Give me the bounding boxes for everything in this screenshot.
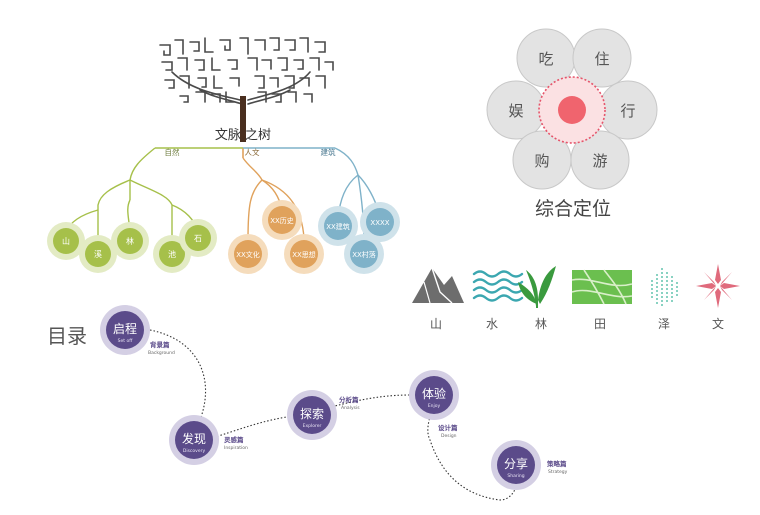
toc-step-enjoy[interactable]: 体验 Enjoy 设计篇 Design [409, 370, 459, 439]
element-icons: 山 水 林 田 泽 文 [412, 264, 740, 331]
svg-text:设计篇: 设计篇 [438, 423, 458, 432]
petal-sightseeing [570, 130, 630, 190]
node-humanities-thought: XX思想 [284, 234, 324, 274]
svg-text:吃: 吃 [538, 50, 553, 68]
branch-label-architecture: 建筑 [321, 147, 336, 157]
node-humanities-history: XX历史 [262, 200, 302, 240]
icon-label-mountain: 山 [430, 317, 442, 331]
svg-text:发现: 发现 [182, 431, 206, 446]
svg-text:Analysis: Analysis [341, 405, 360, 411]
flower-title: 综合定位 [535, 198, 611, 220]
marsh-icon [651, 268, 678, 306]
node-architecture-village: XX村落 [344, 234, 384, 274]
svg-text:娱: 娱 [508, 102, 523, 120]
icon-label-forest: 林 [535, 317, 547, 331]
field-icon [571, 269, 633, 305]
flower-center-dot [558, 96, 586, 124]
tree-trunk [240, 96, 246, 142]
svg-text:Discovery: Discovery [183, 448, 206, 454]
svg-text:Sharing: Sharing [507, 473, 524, 479]
svg-text:分析篇: 分析篇 [339, 395, 359, 404]
svg-text:溪: 溪 [94, 249, 102, 259]
toc-step-explorer[interactable]: 探索 Explorer 分析篇 Analysis [287, 390, 360, 440]
svg-text:XX历史: XX历史 [270, 216, 294, 225]
icon-label-water: 水 [486, 317, 498, 331]
water-icon [472, 270, 524, 302]
svg-text:Inspiration: Inspiration [224, 445, 248, 451]
svg-text:体验: 体验 [422, 386, 446, 401]
svg-text:XX文化: XX文化 [236, 250, 260, 259]
svg-text:XX村落: XX村落 [352, 250, 376, 259]
svg-text:灵感篇: 灵感篇 [224, 435, 244, 444]
svg-text:石: 石 [194, 234, 202, 243]
svg-text:Set off: Set off [118, 338, 134, 344]
table-of-contents: 目录 启程 Set off 背景篇 Background 发现 Discover… [47, 305, 568, 501]
positioning-flower: 吃 住 娱 行 购 游 综合定位 [486, 28, 658, 220]
culture-icon [696, 264, 740, 308]
tree-title: 文脉 之树 [215, 128, 271, 143]
node-nature-shi: 石 [179, 219, 217, 257]
svg-text:购: 购 [534, 152, 549, 170]
svg-text:分享: 分享 [504, 456, 528, 471]
svg-text:XXXX: XXXX [370, 219, 389, 227]
forest-icon [518, 266, 556, 308]
svg-text:游: 游 [592, 152, 607, 170]
node-humanities-culture: XX文化 [228, 234, 268, 274]
svg-text:行: 行 [620, 102, 635, 120]
svg-text:策略篇: 策略篇 [546, 459, 567, 468]
svg-text:Enjoy: Enjoy [428, 403, 441, 409]
icon-label-field: 田 [594, 317, 606, 331]
icon-label-culture: 文 [712, 316, 724, 331]
node-nature-shan: 山 [47, 222, 85, 260]
branch-label-nature: 自然 [165, 147, 180, 157]
toc-step-sharing[interactable]: 分享 Sharing 策略篇 Strategy [491, 440, 568, 490]
svg-text:山: 山 [62, 236, 70, 246]
svg-text:启程: 启程 [113, 321, 137, 336]
node-nature-lin: 林 [111, 222, 149, 260]
node-nature-xi: 溪 [79, 235, 117, 273]
petal-stay [572, 28, 632, 88]
toc-title: 目录 [47, 324, 87, 348]
svg-text:XX思想: XX思想 [292, 250, 316, 259]
svg-text:池: 池 [168, 249, 176, 259]
svg-text:背景篇: 背景篇 [150, 340, 170, 349]
svg-text:Design: Design [441, 433, 457, 439]
svg-text:探索: 探索 [300, 407, 324, 421]
svg-text:Explorer: Explorer [303, 423, 322, 429]
node-architecture-building: XX建筑 [318, 206, 358, 246]
icon-label-marsh: 泽 [658, 317, 670, 331]
tree-of-context: 文脉 之树 自然 人文 建筑 [47, 37, 400, 274]
branch-label-humanities: 人文 [245, 147, 260, 157]
svg-text:Background: Background [148, 350, 175, 356]
svg-text:住: 住 [594, 50, 609, 68]
svg-text:XX建筑: XX建筑 [326, 222, 350, 231]
toc-step-setoff[interactable]: 启程 Set off 背景篇 Background [100, 305, 175, 356]
toc-step-discovery[interactable]: 发现 Discovery 灵感篇 Inspiration [169, 415, 248, 465]
mountain-icon [412, 267, 464, 304]
svg-text:林: 林 [126, 236, 134, 246]
node-architecture-xxxx: XXXX [360, 202, 400, 242]
svg-text:Strategy: Strategy [548, 469, 568, 475]
tree-canopy-icon [159, 37, 334, 105]
